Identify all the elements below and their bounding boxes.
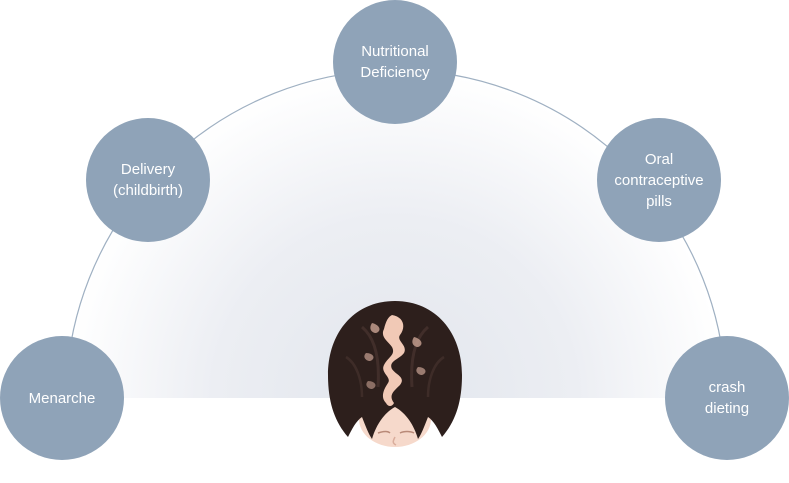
- factor-circle-crash-dieting: crash dieting: [665, 336, 789, 460]
- woman-head-top-view-hair-loss-icon: [328, 301, 462, 447]
- factor-label: Oral contraceptive pills: [614, 150, 704, 210]
- semicircle-fill: [66, 70, 726, 400]
- factor-label: Nutritional Deficiency: [360, 43, 430, 81]
- factor-circle-nutritional-deficiency: Nutritional Deficiency: [333, 0, 457, 124]
- factor-label: Delivery (childbirth): [112, 161, 184, 199]
- factor-circle-menarche: Menarche: [0, 336, 124, 460]
- factor-circle-oral-contraceptive-pills: Oral contraceptive pills: [597, 118, 721, 242]
- factor-label: crash dieting: [704, 379, 750, 417]
- factor-circle-delivery: Delivery (childbirth): [86, 118, 210, 242]
- factor-label: Menarche: [28, 389, 96, 407]
